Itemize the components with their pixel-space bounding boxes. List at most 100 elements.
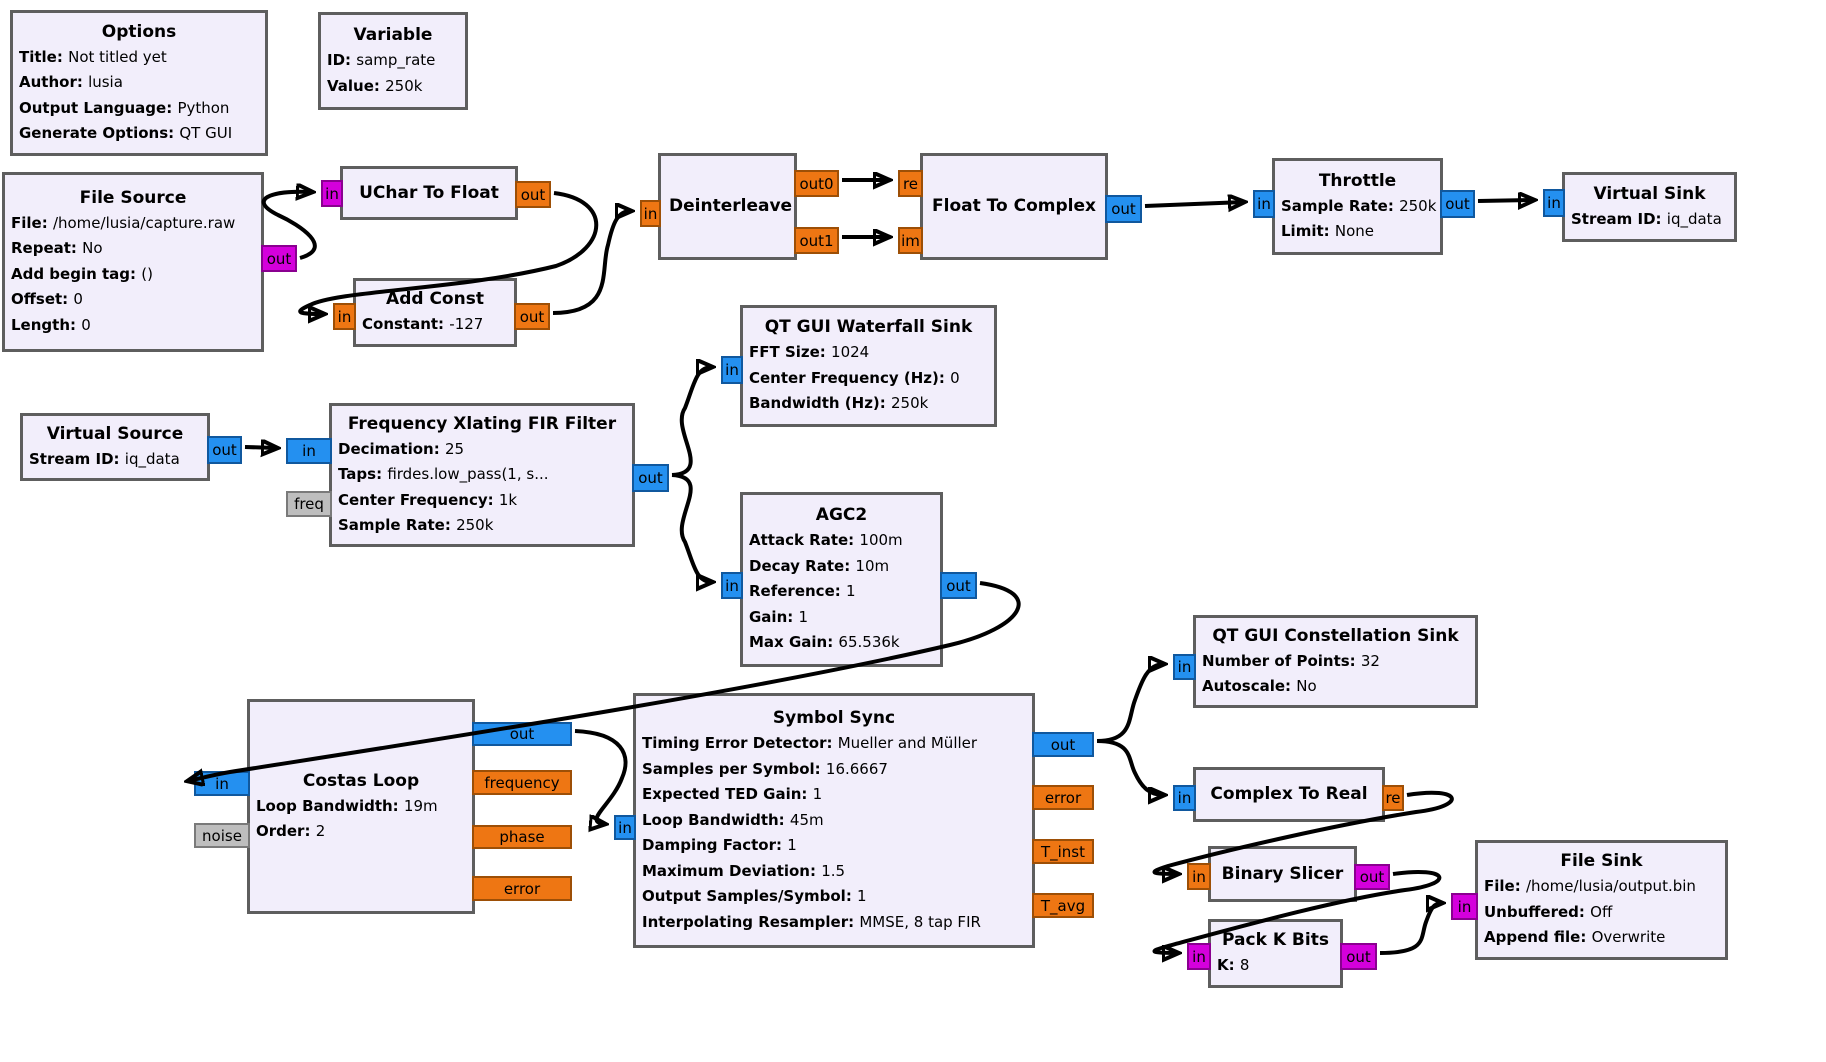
- port-in[interactable]: in: [1173, 654, 1196, 680]
- port-error[interactable]: error: [1032, 785, 1094, 810]
- port-re[interactable]: re: [1382, 785, 1404, 811]
- wire-add-const-to-deinterleave[interactable]: [552, 211, 631, 315]
- block-binary-slicer[interactable]: Binary Slicer in out: [1187, 846, 1390, 902]
- block-param: Order: 2: [256, 822, 326, 840]
- port-in[interactable]: in: [721, 356, 743, 384]
- block-params: Number of Points: 32 Autoscale: No: [1196, 649, 1475, 700]
- port-out[interactable]: out: [632, 464, 669, 492]
- wire-float-to-complex-to-throttle[interactable]: [1144, 202, 1244, 206]
- port-out[interactable]: out: [261, 245, 297, 272]
- block-param: Damping Factor: 1: [642, 836, 797, 854]
- block-virtual-source[interactable]: Virtual Source Stream ID: iq_data out: [20, 413, 242, 481]
- port-in[interactable]: in: [614, 815, 636, 840]
- block-param: Number of Points: 32: [1202, 651, 1380, 670]
- port-out[interactable]: out: [1354, 864, 1390, 890]
- port-in[interactable]: in: [194, 771, 250, 796]
- wire-pack-k-bits-to-file-sink[interactable]: [1379, 903, 1442, 955]
- port-in[interactable]: in: [1451, 893, 1478, 920]
- wire-fir-to-agc2[interactable]: [671, 473, 712, 582]
- wire-throttle-to-virtual-sink[interactable]: [1477, 200, 1534, 201]
- block-virtual-sink[interactable]: Virtual Sink Stream ID: iq_data in: [1543, 172, 1737, 242]
- block-param: ID: samp_rate: [327, 51, 436, 69]
- port-error[interactable]: error: [472, 876, 572, 901]
- block-complex-to-real[interactable]: Complex To Real in re: [1173, 767, 1404, 822]
- block-param: K: 8: [1217, 956, 1250, 975]
- block-param: Stream ID: iq_data: [1571, 209, 1722, 228]
- port-out[interactable]: out: [1340, 943, 1377, 970]
- port-in[interactable]: in: [333, 303, 356, 330]
- block-float-to-complex[interactable]: Float To Complex re im out: [898, 153, 1142, 260]
- port-out[interactable]: out: [940, 572, 977, 599]
- block-title: Virtual Source: [46, 423, 184, 444]
- wire-fir-to-waterfall[interactable]: [671, 367, 712, 477]
- block-pack-k-bits[interactable]: Pack K Bits K: 8 in out: [1187, 919, 1377, 988]
- block-uchar-to-float[interactable]: UChar To Float in out: [321, 166, 551, 220]
- port-out0[interactable]: out0: [794, 170, 839, 197]
- port-in[interactable]: in: [1187, 943, 1211, 970]
- port-in[interactable]: in: [640, 200, 661, 227]
- port-out[interactable]: out: [1105, 195, 1142, 223]
- block-param: Autoscale: No: [1202, 677, 1317, 695]
- port-out[interactable]: out: [515, 181, 551, 208]
- port-out[interactable]: out: [514, 303, 550, 330]
- block-deinterleave[interactable]: Deinterleave in out0 out1: [640, 153, 839, 260]
- port-phase[interactable]: phase: [472, 825, 572, 849]
- block-param: Maximum Deviation: 1.5: [642, 861, 846, 880]
- block-file-source[interactable]: File Source File: /home/lusia/capture.ra…: [2, 172, 297, 352]
- block-param: Interpolating Resampler: MMSE, 8 tap FIR: [642, 912, 981, 931]
- wire-costas-to-symbol-sync[interactable]: [574, 729, 628, 824]
- block-param: Offset: 0: [11, 290, 83, 309]
- port-noise[interactable]: noise: [194, 823, 250, 848]
- block-param: Value: 250k: [327, 76, 423, 95]
- port-in[interactable]: in: [721, 572, 743, 599]
- block-param: Samples per Symbol: 16.6667: [642, 759, 888, 778]
- port-in[interactable]: in: [1253, 190, 1275, 218]
- port-out[interactable]: out: [1440, 190, 1475, 218]
- port-re[interactable]: re: [898, 170, 923, 197]
- wire-symbol-sync-to-complex-to-real[interactable]: [1096, 739, 1164, 795]
- block-param: Center Frequency (Hz): 0: [749, 368, 960, 387]
- block-title: AGC2: [815, 505, 868, 526]
- port-frequency[interactable]: frequency: [472, 770, 572, 795]
- port-out[interactable]: out: [207, 436, 242, 464]
- block-param: Sample Rate: 250k: [338, 516, 494, 534]
- port-t-avg[interactable]: T_avg: [1032, 893, 1094, 918]
- block-param: Reference: 1: [749, 582, 856, 601]
- port-freq[interactable]: freq: [286, 491, 332, 517]
- block-param: Stream ID: iq_data: [29, 449, 180, 468]
- block-title: Frequency Xlating FIR Filter: [347, 413, 617, 434]
- port-im[interactable]: im: [898, 227, 923, 254]
- port-t-inst[interactable]: T_inst: [1032, 839, 1094, 864]
- port-in[interactable]: in: [321, 180, 343, 207]
- block-param: Constant: -127: [362, 315, 484, 334]
- port-in[interactable]: in: [1543, 189, 1565, 217]
- port-out[interactable]: out: [472, 722, 572, 746]
- port-in[interactable]: in: [286, 438, 332, 464]
- wire-virtual-source-to-fir[interactable]: [244, 447, 277, 448]
- block-params: Constant: -127: [356, 312, 514, 338]
- block-title: Pack K Bits: [1222, 930, 1329, 951]
- block-add-const[interactable]: Add Const Constant: -127 in out: [333, 278, 550, 347]
- port-in[interactable]: in: [1187, 863, 1211, 890]
- block-params: Timing Error Detector: Mueller and Mülle…: [636, 731, 1032, 935]
- block-param: Max Gain: 65.536k: [749, 633, 900, 652]
- wire-symbol-sync-to-constellation[interactable]: [1096, 664, 1164, 743]
- block-qt-gui-constellation-sink[interactable]: QT GUI Constellation Sink Number of Poin…: [1173, 615, 1478, 708]
- port-out[interactable]: out: [1032, 732, 1094, 757]
- block-title: Binary Slicer: [1221, 863, 1344, 884]
- port-out1[interactable]: out1: [794, 227, 839, 254]
- block-symbol-sync[interactable]: Symbol Sync Timing Error Detector: Muell…: [614, 693, 1094, 948]
- block-frequency-xlating-fir-filter[interactable]: Frequency Xlating FIR Filter Decimation:…: [286, 403, 669, 547]
- port-in[interactable]: in: [1173, 785, 1196, 811]
- block-param: Length: 0: [11, 315, 91, 334]
- block-param: Decimation: 25: [338, 439, 465, 458]
- block-param: Gain: 1: [749, 607, 809, 626]
